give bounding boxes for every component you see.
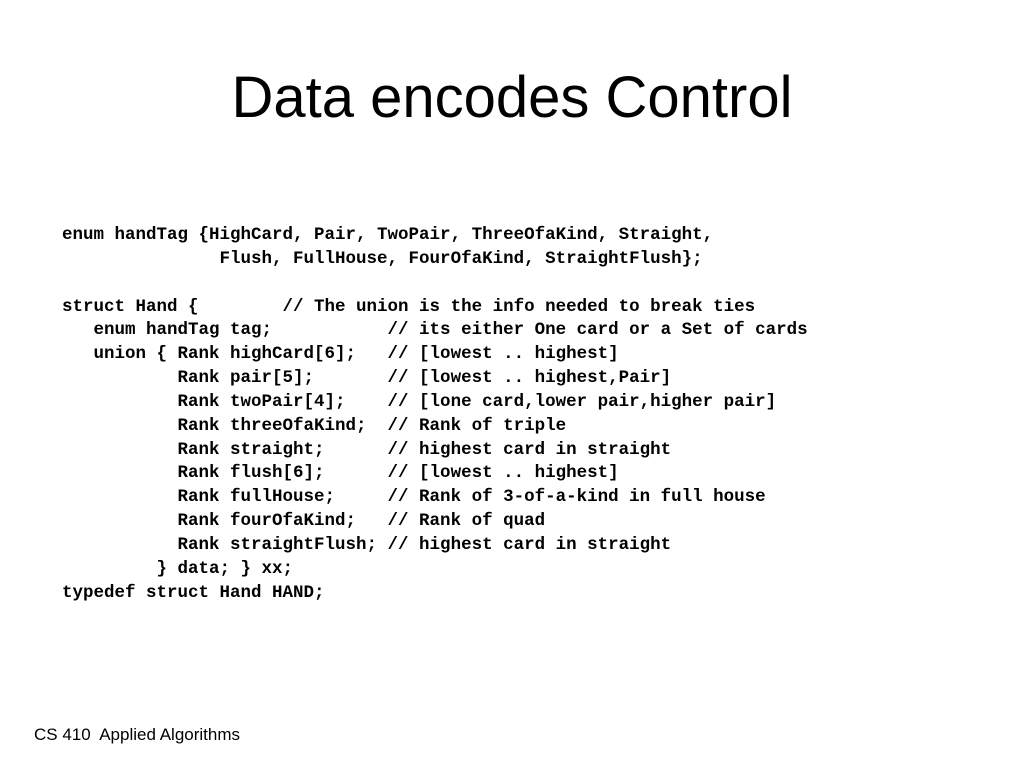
code-line: Rank straightFlush; // highest card in s… bbox=[62, 534, 672, 555]
code-line bbox=[62, 272, 962, 296]
code-line: union { Rank highCard[6]; // [lowest .. … bbox=[62, 344, 619, 365]
code-line: Rank pair[5]; // [lowest .. highest,Pair… bbox=[62, 368, 672, 389]
code-line: Rank flush[6]; // [lowest .. highest] bbox=[62, 463, 619, 484]
code-line: enum handTag {HighCard, Pair, TwoPair, T… bbox=[62, 225, 714, 245]
code-block: enum handTag {HighCard, Pair, TwoPair, T… bbox=[62, 224, 962, 606]
slide-footer: CS 410 Applied Algorithms bbox=[34, 725, 241, 744]
code-line: typedef struct Hand HAND; bbox=[62, 582, 325, 603]
code-line: struct Hand { // The union is the info n… bbox=[62, 296, 756, 317]
code-line: Rank fourOfaKind; // Rank of quad bbox=[62, 511, 546, 532]
code-line: Rank fullHouse; // Rank of 3-of-a-kind i… bbox=[62, 487, 766, 508]
code-line: enum handTag tag; // its either One card… bbox=[62, 320, 808, 341]
code-line: Flush, FullHouse, FourOfaKind, StraightF… bbox=[62, 248, 703, 269]
code-line: } data; } xx; bbox=[62, 558, 294, 579]
code-line: Rank threeOfaKind; // Rank of triple bbox=[62, 415, 567, 436]
slide-title: Data encodes Control bbox=[231, 65, 793, 130]
code-line: Rank twoPair[4]; // [lone card,lower pai… bbox=[62, 391, 777, 412]
code-line: Rank straight; // highest card in straig… bbox=[62, 439, 672, 460]
